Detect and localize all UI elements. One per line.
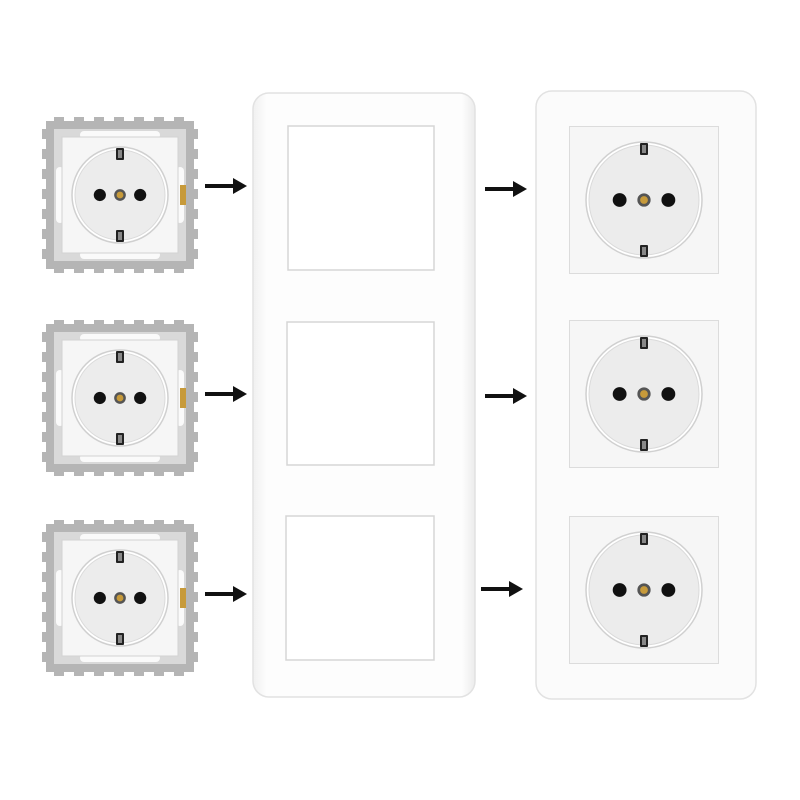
arrow-right-icon [203, 176, 249, 196]
assembled-socket-3 [569, 516, 719, 664]
arrow-right-icon [203, 384, 249, 404]
arrow-right-icon [483, 179, 529, 199]
assembled-socket-1 [569, 126, 719, 274]
arrow-right-icon [479, 579, 525, 599]
assembled-socket-2 [569, 320, 719, 468]
triple-frame-plate [252, 92, 476, 698]
socket-module-2 [40, 318, 200, 478]
arrow-right-icon [203, 584, 249, 604]
socket-module-3 [40, 518, 200, 678]
socket-module-1 [40, 115, 200, 275]
assembled-triple-socket [535, 90, 757, 700]
arrow-right-icon [483, 386, 529, 406]
